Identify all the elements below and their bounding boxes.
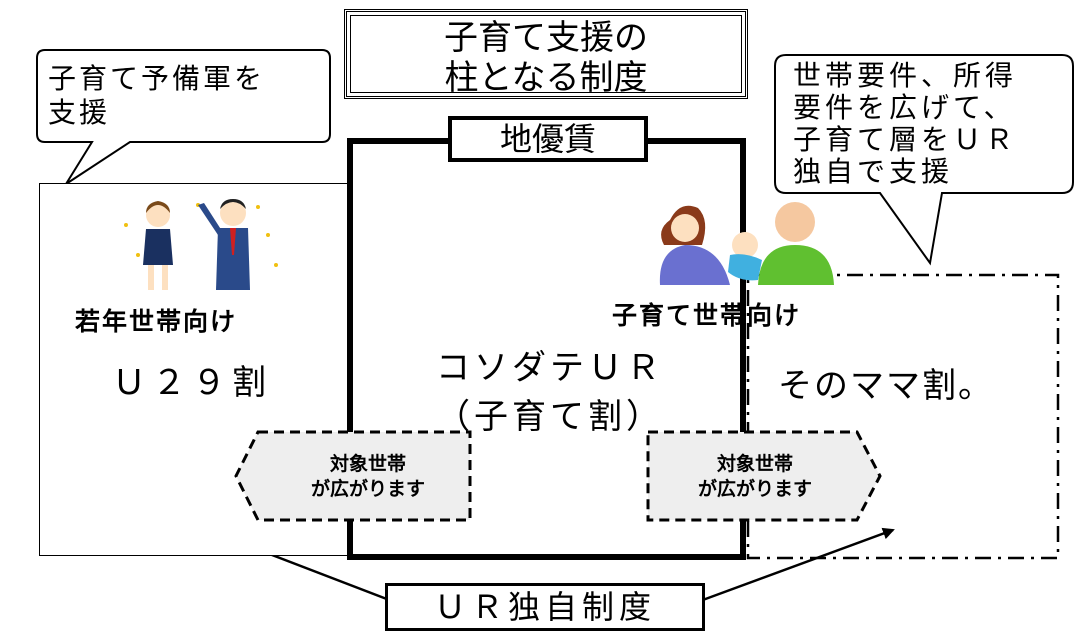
family-icon — [659, 202, 834, 285]
left-speech-bubble — [36, 49, 331, 185]
left-tag-line-1: 対象世帯 — [329, 453, 406, 475]
right-bubble-line-3: 子育て層をＵＲ — [793, 123, 1018, 156]
left-tag-text: 対象世帯 が広がります — [268, 452, 468, 502]
right-tag-line-2: が広がります — [697, 478, 812, 500]
right-speech-bubble — [774, 54, 1074, 266]
title-line-2: 柱となる制度 — [444, 58, 648, 98]
center-program-line-2: （子育て割） — [436, 397, 664, 437]
title-box: 子育て支援の 柱となる制度 — [344, 9, 748, 99]
left-bubble-line-2: 支援 — [48, 96, 111, 129]
left-tag-line-2: が広がります — [310, 478, 425, 500]
center-label-box: 地優賃 — [448, 116, 648, 162]
young-couple-icon — [124, 199, 278, 290]
right-tag-shape — [646, 430, 882, 522]
left-bubble-line-1: 子育て予備軍を — [48, 62, 266, 95]
right-panel-heading: 子育て世帯向け — [612, 301, 802, 330]
bottom-label-box: ＵＲ独自制度 — [385, 583, 705, 631]
right-bubble-line-2: 要件を広げて、 — [793, 91, 1016, 124]
arrow-to-right-panel — [699, 527, 895, 603]
left-panel-program: Ｕ２９割 — [112, 363, 272, 403]
right-bubble-line-1: 世帯要件、所得 — [793, 59, 1018, 92]
bottom-label: ＵＲ独自制度 — [433, 588, 656, 626]
right-tag-text: 対象世帯 が広がります — [655, 452, 855, 502]
left-tag-shape — [234, 430, 472, 522]
center-label: 地優賃 — [499, 120, 596, 158]
left-bubble-text: 子育て予備軍を 支援 — [48, 62, 265, 130]
right-tag-line-1: 対象世帯 — [716, 453, 793, 475]
right-bubble-line-4: 独自で支援 — [793, 155, 954, 188]
title-line-1: 子育て支援の — [444, 18, 648, 58]
right-bubble-text: 世帯要件、所得 要件を広げて、 子育て層をＵＲ 独自で支援 — [793, 60, 1017, 188]
center-program-line-1: コソダテＵＲ — [436, 348, 664, 388]
left-panel-heading: 若年世帯向け — [75, 307, 238, 336]
right-panel-program: そのママ割。 — [778, 366, 994, 406]
center-panel-program: コソダテＵＲ （子育て割） — [410, 340, 690, 438]
